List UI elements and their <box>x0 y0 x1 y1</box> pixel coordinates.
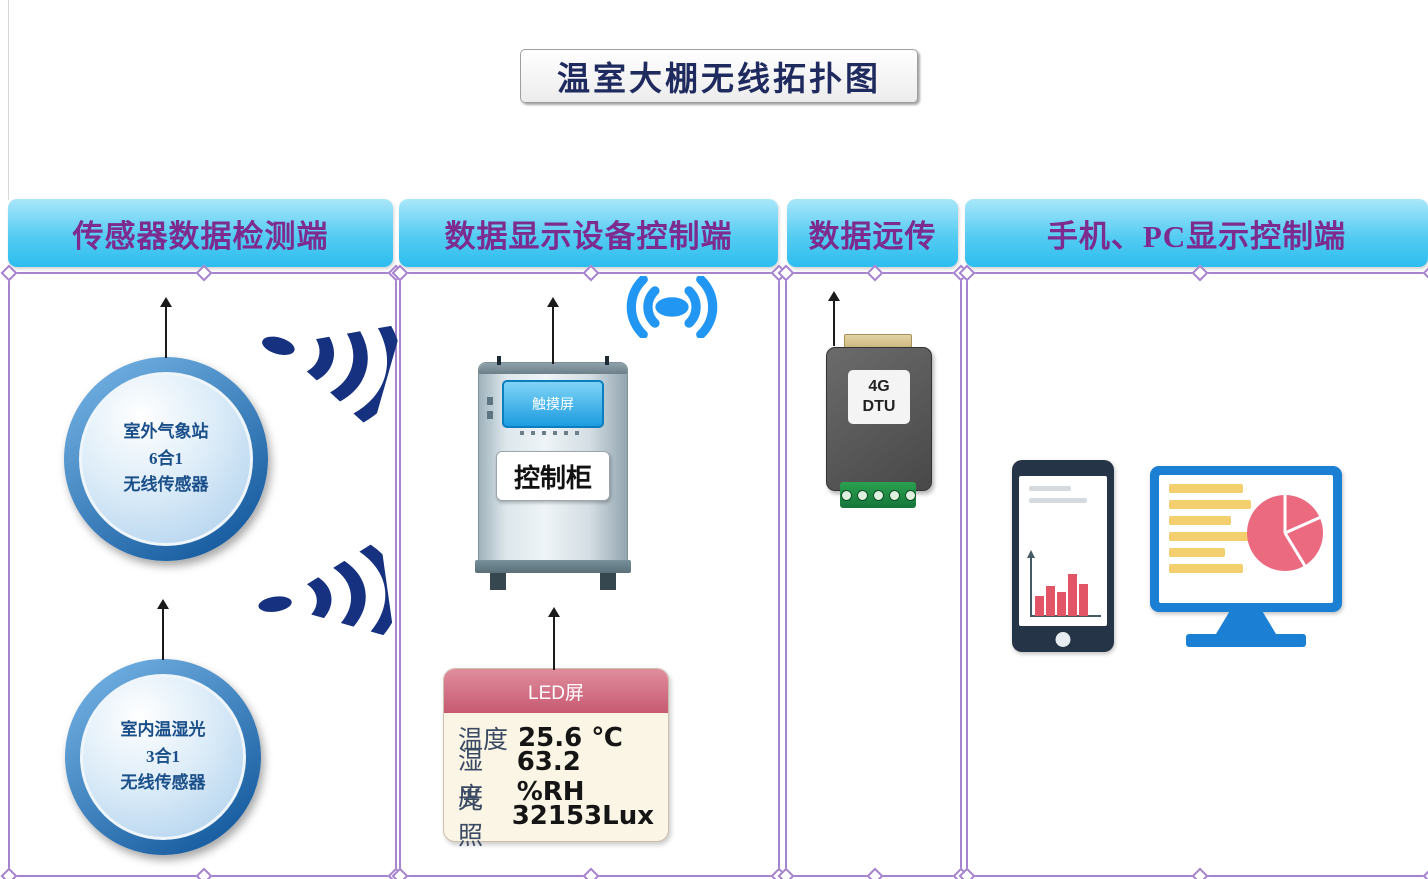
canvas-edge-line <box>8 0 9 200</box>
text-line <box>1169 500 1251 509</box>
column-header-display-control: 数据显示设备控制端 <box>399 199 778 267</box>
cabinet-base <box>475 560 631 573</box>
monitor-base <box>1186 634 1306 647</box>
corner-ornament <box>1422 867 1428 879</box>
wifi-signal-icon <box>626 276 718 338</box>
column-header-phone-pc: 手机、PC显示控制端 <box>965 199 1428 267</box>
cabinet-leg <box>600 573 616 590</box>
column-header-sensor-detection: 传感器数据检测端 <box>8 199 393 267</box>
monitor-stand <box>1216 612 1276 634</box>
phone-screen <box>1019 476 1107 626</box>
cabinet-bolt-icon <box>605 356 609 365</box>
antenna-icon <box>548 607 560 670</box>
cabinet-indicator <box>487 411 493 419</box>
cabinet-name: 控制柜 <box>513 463 592 493</box>
column-header-label: 手机、PC显示控制端 <box>1046 218 1347 254</box>
placeholder-text-line <box>1029 486 1071 491</box>
cabinet-body: 触摸屏 控制柜 <box>478 356 628 562</box>
touchscreen: 触摸屏 <box>502 380 604 428</box>
phone-home-button <box>1055 632 1071 647</box>
reading-value: 32153Lux <box>511 800 654 831</box>
diagram-title-box: 温室大棚无线拓扑图 <box>520 49 918 103</box>
dtu-name-line: DTU <box>862 398 896 415</box>
reading-label: 湿度 <box>458 747 484 811</box>
terminal-dot <box>904 489 916 501</box>
pie-chart-icon <box>1247 495 1323 571</box>
led-panel-body: 温度 25.6 ℃ 湿度 63.2 %RH 光照 32153Lux <box>444 713 668 850</box>
sensor-kind: 无线传感器 <box>120 773 206 793</box>
column-header-label: 数据远传 <box>808 218 937 254</box>
wireless-signal-icon <box>258 544 395 636</box>
antenna-icon <box>157 599 169 660</box>
antenna-icon <box>160 297 172 358</box>
touchscreen-label: 触摸屏 <box>532 396 574 412</box>
led-panel-header: LED屏 <box>444 669 668 713</box>
led-reading-row: 温度 25.6 ℃ <box>458 718 654 757</box>
column-panel-sensor-detection <box>0 264 405 879</box>
dtu-name-line: 4G <box>868 378 890 395</box>
terminal-dot <box>872 489 884 501</box>
column-panel-phone-pc <box>958 264 1428 879</box>
smartphone-icon <box>1012 460 1114 652</box>
dtu-terminal-block <box>840 482 916 508</box>
sensor-name: 室内温湿光 <box>120 720 206 740</box>
column-header-label: 数据显示设备控制端 <box>444 218 733 254</box>
corner-ornament <box>1422 264 1428 282</box>
column-panel-remote-transfer <box>777 264 970 879</box>
cabinet-indicator <box>487 397 493 405</box>
cabinet-vents <box>520 431 586 435</box>
terminal-dot <box>888 489 900 501</box>
led-reading-row: 湿度 63.2 %RH <box>458 747 654 811</box>
led-reading-row: 光照 32153Lux <box>458 787 654 850</box>
cabinet-top-strip <box>479 363 627 374</box>
column-header-label: 传感器数据检测端 <box>72 218 329 254</box>
reading-label: 光照 <box>458 786 484 850</box>
dtu-body: 4G DTU <box>826 347 932 491</box>
dtu-4g-device: 4G DTU <box>826 334 932 514</box>
led-display-panel: LED屏 温度 25.6 ℃ 湿度 63.2 %RH 光照 32153Lux <box>443 668 669 850</box>
sensor-face: 室内温湿光 3合1 无线传感器 <box>80 674 246 840</box>
cabinet-name-plate: 控制柜 <box>496 451 610 501</box>
corner-ornament <box>0 867 18 879</box>
placeholder-text-lines <box>1169 484 1251 573</box>
reading-label: 温度 <box>458 726 509 754</box>
terminal-dot <box>856 489 868 501</box>
text-line <box>1169 548 1225 557</box>
reading-value: 25.6 ℃ <box>518 722 623 753</box>
sensor-outdoor-weather-station: 室外气象站 6合1 无线传感器 <box>64 357 268 561</box>
text-line <box>1169 516 1231 525</box>
text-line <box>1169 532 1251 541</box>
placeholder-text-line <box>1029 498 1087 503</box>
bar-chart-icon <box>1027 550 1101 617</box>
diagram-title: 温室大棚无线拓扑图 <box>557 62 881 98</box>
sensor-name: 室外气象站 <box>123 422 209 442</box>
control-cabinet: 触摸屏 控制柜 <box>475 356 631 590</box>
antenna-icon <box>547 297 559 364</box>
led-panel-title: LED屏 <box>528 682 584 704</box>
dtu-name-plate: 4G DTU <box>848 370 910 424</box>
sensor-kind: 无线传感器 <box>123 475 209 495</box>
sensor-face: 室外气象站 6合1 无线传感器 <box>79 372 253 546</box>
cabinet-bolt-icon <box>497 356 501 365</box>
corner-ornament <box>0 264 18 282</box>
monitor-screen <box>1159 475 1333 603</box>
sensor-indoor-thl: 室内温湿光 3合1 无线传感器 <box>65 659 261 855</box>
reading-value: 63.2 %RH <box>516 746 585 807</box>
sensor-type: 6合1 <box>149 448 183 468</box>
terminal-dot <box>840 489 852 501</box>
text-line <box>1169 564 1243 573</box>
sensor-type: 3合1 <box>146 746 180 766</box>
antenna-icon <box>828 291 840 346</box>
monitor-screen-frame <box>1150 466 1342 612</box>
cabinet-leg <box>490 573 506 590</box>
column-header-remote-transfer: 数据远传 <box>787 199 958 267</box>
column-panel-display-control <box>391 264 788 879</box>
pc-monitor-icon <box>1150 466 1342 650</box>
text-line <box>1169 484 1243 493</box>
